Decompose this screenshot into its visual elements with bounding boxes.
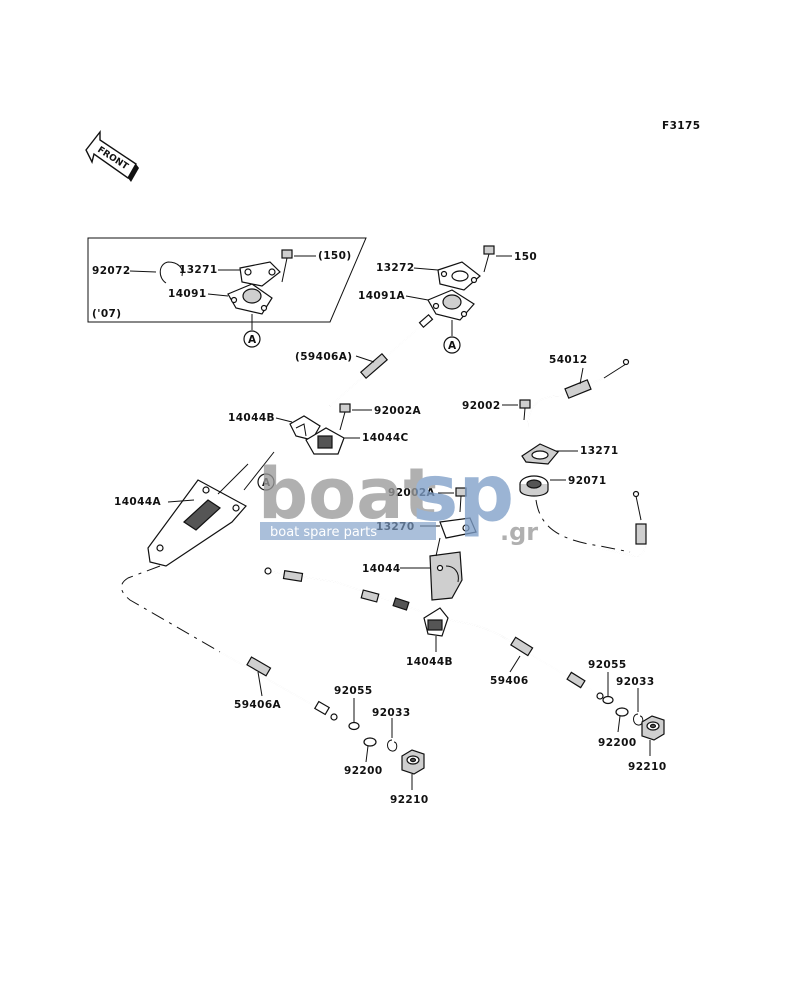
bracket-14044 xyxy=(429,551,463,601)
label-92055-right: 92055 xyxy=(588,659,627,671)
label-59406a: 59406A xyxy=(234,699,282,711)
label-92002: 92002 xyxy=(462,400,501,412)
bolt-150-inset xyxy=(281,249,293,283)
plate-13270 xyxy=(439,517,477,539)
label-14044b-bot: 14044B xyxy=(406,656,453,668)
ref-marker-a-inset: A xyxy=(243,330,261,348)
label-59406: 59406 xyxy=(490,675,529,687)
label-13271-inset: 13271 xyxy=(179,264,218,276)
clip-92033-left xyxy=(387,739,398,752)
label-92055-left: 92055 xyxy=(334,685,373,697)
inset-frame xyxy=(87,237,367,323)
cable-main-horizontal xyxy=(264,567,604,700)
holder-14091a xyxy=(427,289,475,321)
cable-end-right xyxy=(599,490,647,557)
label-14091: 14091 xyxy=(168,288,207,300)
oring-92055-left xyxy=(348,721,360,731)
bracket-14044c xyxy=(305,427,345,455)
bolt-150 xyxy=(483,245,495,273)
label-92210-right: 92210 xyxy=(628,761,667,773)
svg-text:A: A xyxy=(262,477,271,489)
svg-text:A: A xyxy=(448,340,457,352)
holder-14091 xyxy=(227,283,273,315)
label-92200-left: 92200 xyxy=(344,765,383,777)
bracket-14044b-upper xyxy=(289,415,321,441)
label-92210-left: 92210 xyxy=(390,794,429,806)
cable-59406a-lower xyxy=(219,651,338,721)
clip-92033-right xyxy=(633,713,644,726)
front-arrow-icon: FRONT xyxy=(85,129,139,182)
ref-marker-a-mid: A xyxy=(257,473,275,491)
label-92002a-mid: 92002A xyxy=(388,487,436,499)
label-92002a-top: 92002A xyxy=(374,405,422,417)
bracket-14044b-lower xyxy=(423,607,449,637)
inset-label: ('07) xyxy=(92,308,121,320)
watermark-tagline: boat spare parts xyxy=(270,525,377,540)
cable-59406a-upper xyxy=(329,313,434,407)
cable-54012 xyxy=(527,358,630,429)
label-14044b-top: 14044B xyxy=(228,412,275,424)
label-92200-right: 92200 xyxy=(598,737,637,749)
gasket-13271-inset xyxy=(239,261,281,287)
gasket-13271 xyxy=(521,443,559,465)
label-14091a: 14091A xyxy=(358,290,406,302)
label-13272: 13272 xyxy=(376,262,415,274)
label-92072: 92072 xyxy=(92,265,131,277)
label-92033-right: 92033 xyxy=(616,676,655,688)
label-14044a: 14044A xyxy=(114,496,162,508)
label-150: 150 xyxy=(514,251,537,263)
bracket-14044a xyxy=(147,479,247,567)
label-59406a-paren: (59406A) xyxy=(295,351,352,363)
oring-92055-right xyxy=(602,695,614,705)
label-92071: 92071 xyxy=(568,475,607,487)
washer-92200-left xyxy=(363,737,377,747)
cable-route-left xyxy=(121,565,221,653)
retaining-clip-92072 xyxy=(159,261,183,284)
bolt-92002a-mid xyxy=(455,487,467,513)
nut-92210-right xyxy=(641,715,665,741)
ref-marker-a-top: A xyxy=(443,336,461,354)
label-92033-left: 92033 xyxy=(372,707,411,719)
cable-route-right xyxy=(535,499,631,553)
gasket-13272 xyxy=(437,261,481,291)
nut-92210-left xyxy=(401,749,425,775)
label-150-inset: (150) xyxy=(318,250,352,262)
label-54012: 54012 xyxy=(549,354,588,366)
watermark-logo: boat sp .gr boat spare parts xyxy=(258,449,538,546)
svg-text:A: A xyxy=(248,334,257,346)
label-14044c: 14044C xyxy=(362,432,409,444)
bolt-92002a-upper xyxy=(339,403,351,431)
bolt-92002 xyxy=(519,399,531,421)
watermark-domain: .gr xyxy=(500,518,538,546)
cap-92071 xyxy=(519,475,549,497)
label-13271: 13271 xyxy=(580,445,619,457)
washer-92200-right xyxy=(615,707,629,717)
watermark-brand-a: boat xyxy=(258,453,437,535)
figure-code: F3175 xyxy=(662,120,700,132)
label-14044: 14044 xyxy=(362,563,401,575)
